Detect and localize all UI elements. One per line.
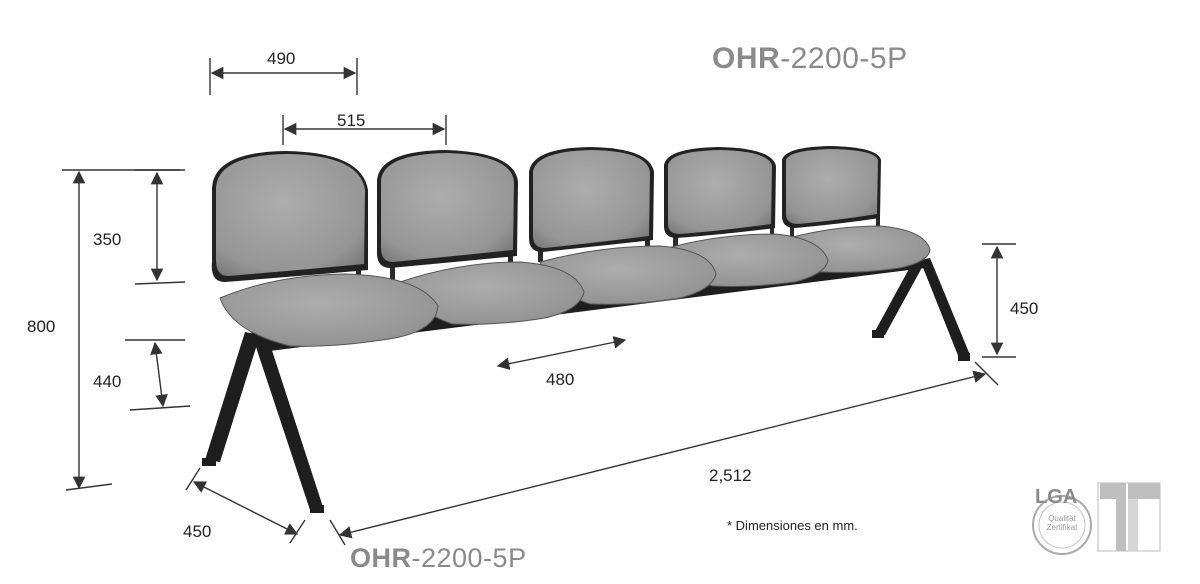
model-prefix: OHR bbox=[350, 543, 412, 573]
certification-logo bbox=[1032, 482, 1161, 555]
units-note: * Dimensiones en mm. bbox=[727, 518, 858, 533]
dimension-total-length: 2,512 bbox=[709, 466, 752, 485]
model-suffix: -2200-5P bbox=[411, 543, 527, 573]
dimension-seat-depth: 480 bbox=[546, 370, 575, 389]
bench-leg-rear bbox=[872, 258, 970, 361]
chair-seats bbox=[219, 225, 931, 347]
dimension-seat-pitch: 515 bbox=[337, 111, 366, 130]
dimension-seat-floor-height: 440 bbox=[93, 372, 122, 391]
dimension-leg-depth: 450 bbox=[183, 522, 212, 541]
model-suffix: -2200-5P bbox=[780, 42, 908, 75]
dimension-backrest-height: 350 bbox=[93, 230, 122, 249]
dimension-seat-height: 450 bbox=[1010, 299, 1039, 318]
model-title-top: OHR-2200-5P bbox=[712, 42, 908, 76]
bench-leg-front bbox=[202, 332, 324, 513]
dimension-seat-width: 490 bbox=[267, 49, 296, 68]
certification-seal-text: Qualität Zertifikat bbox=[1046, 514, 1078, 532]
model-prefix: OHR bbox=[712, 42, 781, 75]
dimension-total-height: 800 bbox=[27, 317, 56, 336]
certification-label: LGA bbox=[1035, 486, 1078, 508]
model-title-bottom: OHR-2200-5P bbox=[350, 543, 527, 574]
chair-backrests bbox=[211, 146, 881, 282]
dimension-lines bbox=[62, 58, 1016, 546]
